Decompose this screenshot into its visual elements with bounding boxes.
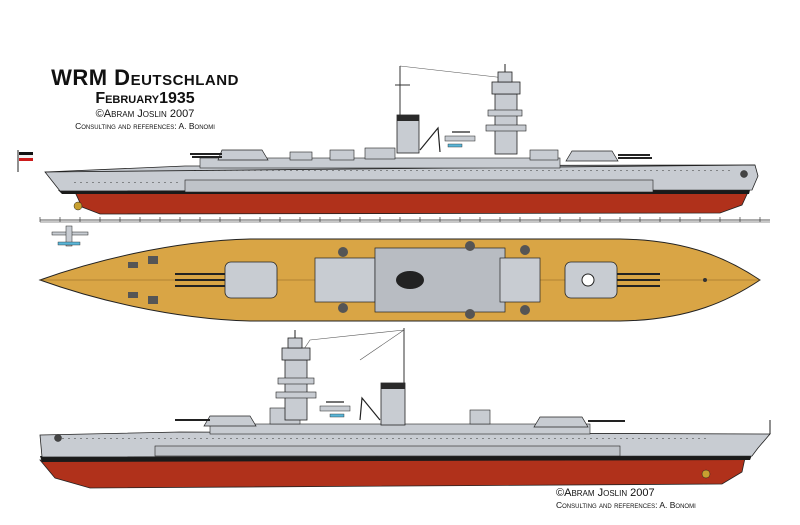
funnel-plan (396, 271, 424, 289)
armour-belt (184, 179, 654, 193)
consulting-text: Consulting and references: A. Bonomi (75, 121, 215, 131)
fore-turret (217, 149, 269, 161)
scale-bar (40, 219, 770, 223)
tower-mast-lower (275, 330, 317, 421)
starboard-profile (17, 64, 759, 215)
drawing-title: WRM Deutschland (51, 65, 239, 90)
port-profile (39, 328, 771, 489)
bow-crest (740, 170, 748, 178)
seaplane-profile-lower (319, 401, 351, 418)
footer-copyright: ©Abram Joslin 2007 (556, 487, 655, 499)
hull-bottom (74, 191, 749, 215)
turret-b-lower (533, 416, 589, 428)
hull-bottom-lower (39, 457, 746, 489)
seaplane-profile (444, 131, 476, 148)
turret-a-lower (203, 415, 257, 427)
copyright-text: ©Abram Joslin 2007 (95, 108, 195, 120)
funnel-lower (380, 382, 406, 426)
seaplane-plan (51, 225, 89, 247)
crane (419, 126, 441, 153)
fore-turret-plan (224, 261, 278, 299)
midships-plan (374, 247, 506, 313)
aft-turret (565, 150, 619, 162)
footer-credit: ©Abram Joslin 2007 Consulting and refere… (556, 487, 776, 511)
title-block: WRM Deutschland February1935 ©Abram Josl… (30, 66, 260, 132)
drawing-date: February1935 (95, 90, 195, 107)
ensign-flag-icon (17, 150, 33, 172)
deck-plan (38, 238, 761, 322)
tower-mast (485, 64, 527, 155)
footer-consulting: Consulting and references: A. Bonomi (556, 500, 696, 510)
propeller (73, 201, 83, 211)
